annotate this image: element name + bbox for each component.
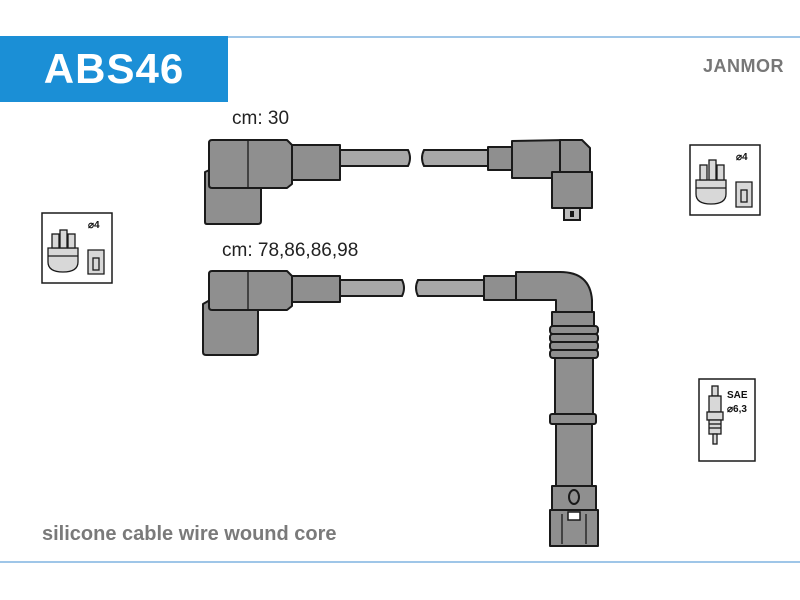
cable-long-left-boot [202,270,341,356]
cable-length-label-long: cm: 78,86,86,98 [222,240,359,261]
header-rule [228,36,800,38]
part-code-badge: ABS46 [0,36,228,102]
cable-long-ribs [549,311,599,359]
footer-rule [0,561,800,563]
spark-plug-icon: SAE ⌀6,3 [698,378,756,462]
distributor-left-diameter: ⌀4 [88,220,100,231]
brand-name: JANMOR [702,56,784,76]
cable-description: silicone cable wire wound core [42,523,337,545]
cable-long [202,270,599,547]
cable-short-wire [339,149,489,167]
distributor-icon-right: ⌀4 [689,144,761,216]
cable-long-right-boot [483,271,599,547]
spark-plug-diameter: ⌀6,3 [727,404,747,415]
cable-long-wire [339,279,485,297]
distributor-right-diameter: ⌀4 [736,152,748,163]
cable-short-right-boot [487,139,593,221]
distributor-icon-left: ⌀4 [41,212,113,284]
cable-short-left-boot [204,139,341,225]
cable-length-label-short: cm: 30 [232,108,290,129]
cable-short [204,139,593,225]
spark-plug-terminal-type: SAE [727,390,748,401]
